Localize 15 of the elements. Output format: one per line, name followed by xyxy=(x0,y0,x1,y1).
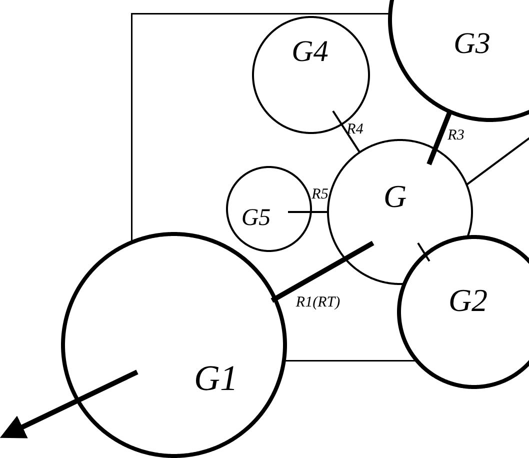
node-label: G3 xyxy=(454,29,490,59)
node-label: G1 xyxy=(194,360,238,396)
arrow xyxy=(0,370,138,438)
node-label: G5 xyxy=(241,206,271,230)
edge-label: R3 xyxy=(446,128,466,144)
connector-line xyxy=(270,240,374,303)
node-label: G xyxy=(383,180,407,212)
connector-line xyxy=(417,242,430,262)
edge-label: R5 xyxy=(310,188,330,202)
connector-line xyxy=(426,110,452,165)
node-label: G2 xyxy=(448,284,488,316)
node-label: G4 xyxy=(292,37,328,67)
edge-label: R1(RT) xyxy=(294,296,342,310)
connector-line xyxy=(466,137,529,186)
edge-label: R4 xyxy=(346,122,364,138)
